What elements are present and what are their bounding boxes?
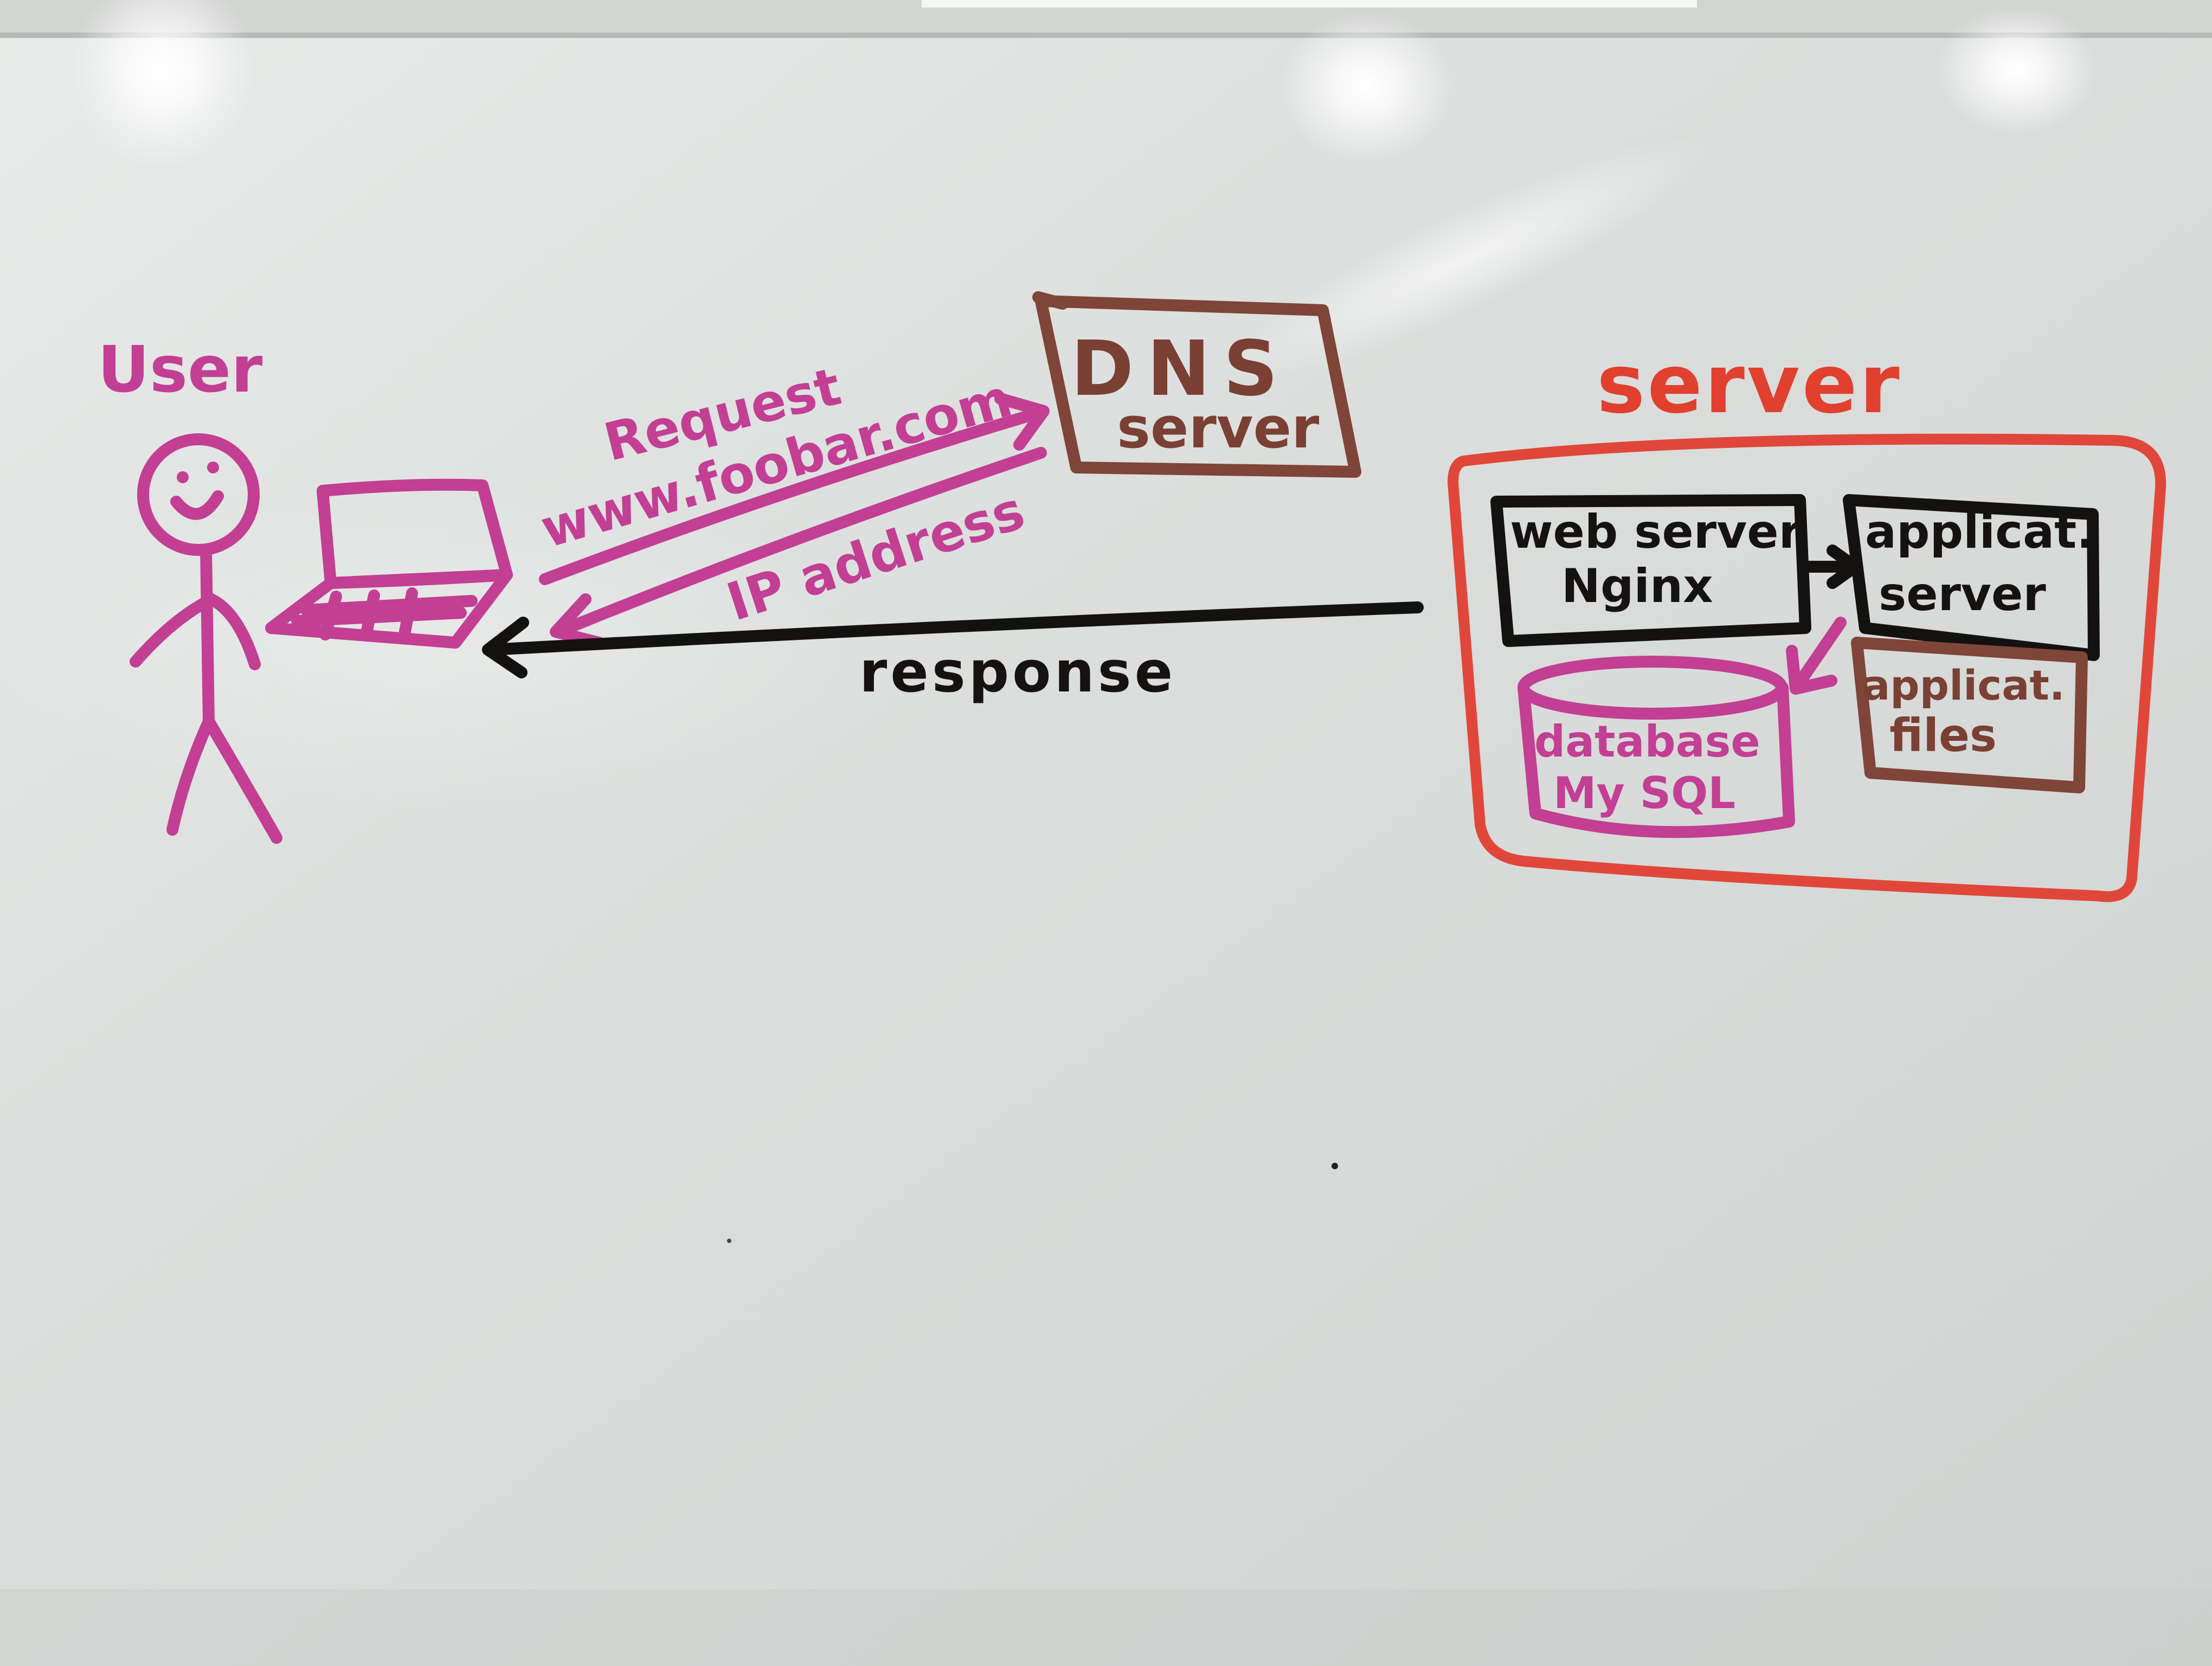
database-label-line2: My SQL — [1553, 768, 1735, 818]
glare-center — [1279, 11, 1453, 163]
dns-server-box — [1032, 291, 1361, 478]
database-cylinder — [1517, 656, 1795, 838]
request-arrow — [539, 393, 1050, 585]
board-frame-shadow — [0, 33, 2212, 38]
app-server-label-line2: server — [1879, 567, 2046, 621]
user-label: User — [98, 332, 262, 407]
board-speck — [1332, 1163, 1338, 1169]
laptop-icon — [265, 478, 513, 649]
database-label-line1: database — [1534, 716, 1760, 767]
app-server-box — [1843, 494, 2100, 661]
web-server-box — [1490, 494, 1811, 647]
glare-low — [0, 488, 933, 813]
dns-label-line1: DNS — [1071, 325, 1291, 413]
response-label: response — [859, 639, 1176, 705]
app-server-label-line1: applicat. — [1865, 505, 2094, 559]
glare-left — [70, 0, 255, 168]
server-label: server — [1597, 337, 1901, 432]
dns-label-line2: server — [1117, 395, 1319, 461]
response-arrow — [482, 601, 1424, 678]
board-bottom-glare — [0, 1589, 2212, 1666]
app-files-label-line2: files — [1889, 709, 1997, 762]
server-container-box — [1448, 433, 2166, 902]
board-frame-highlight — [922, 0, 1697, 8]
glare-streak — [1217, 137, 1711, 383]
glare-right — [1935, 5, 2098, 136]
web-server-label-line2: Nginx — [1561, 559, 1713, 613]
app-files-box — [1851, 637, 2088, 793]
web-server-label-line1: web server — [1510, 505, 1802, 559]
app-to-database-arrow — [1786, 617, 1847, 695]
user-stick-figure — [130, 433, 282, 844]
board-speck — [727, 1239, 731, 1243]
app-files-label-line1: applicat. — [1862, 661, 2065, 709]
